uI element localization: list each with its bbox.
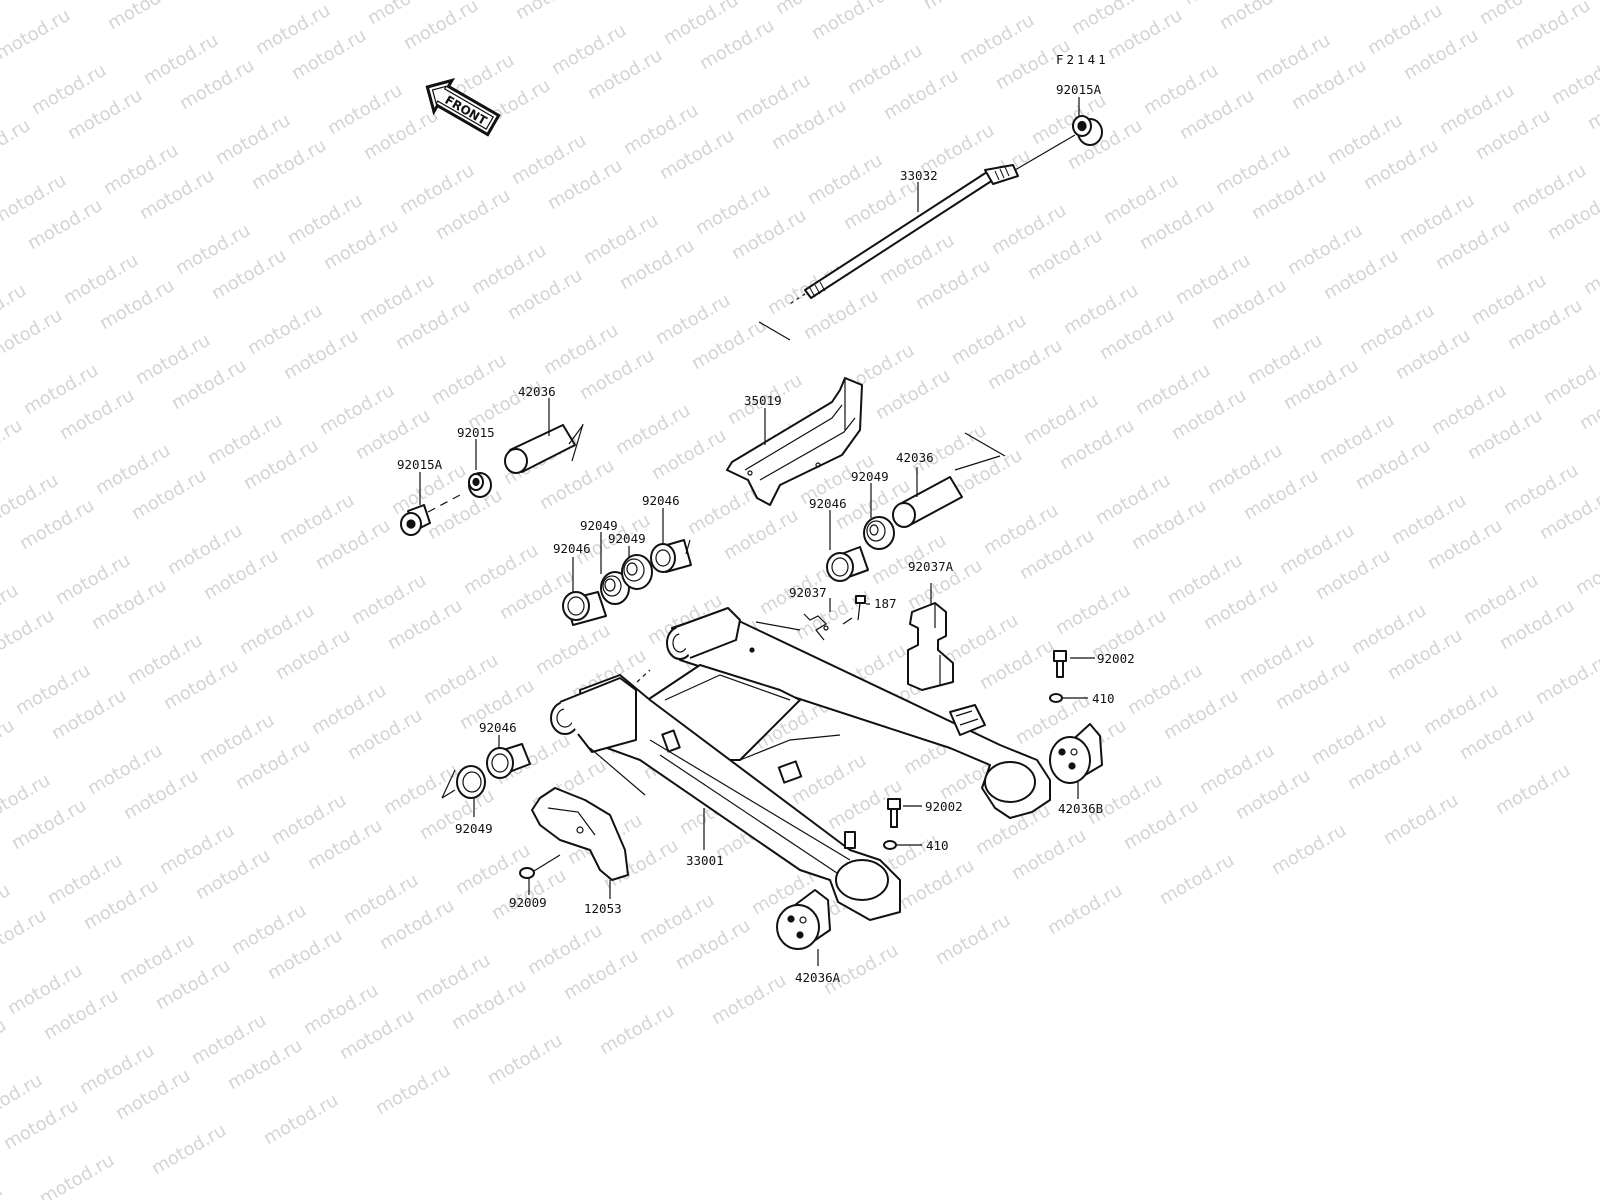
- watermark-text: motod.ru: [0, 905, 50, 964]
- watermark-text: motod.ru: [1216, 0, 1298, 34]
- watermark-text: motod.ru: [1572, 540, 1600, 599]
- bolt-92009: [519, 854, 561, 879]
- clip-92037: [803, 613, 829, 641]
- washer-410-right: [1049, 693, 1063, 703]
- callout-92009: 92009: [509, 895, 547, 910]
- screw-187: [842, 595, 866, 625]
- callout-42036-left: 42036: [518, 384, 556, 399]
- watermark-text: motod.ru: [1268, 820, 1350, 879]
- watermark-text: motod.ru: [1156, 850, 1238, 909]
- watermark-text: motod.ru: [596, 1000, 678, 1059]
- hose-clamp-92037A: [907, 602, 954, 691]
- washer-410-mid: [883, 840, 897, 850]
- oil-seal-92049-right: [863, 516, 895, 550]
- collar-92015-left: [468, 472, 492, 498]
- watermark-text: motod.ru: [1548, 50, 1600, 109]
- watermark-text: motod.ru: [920, 0, 1002, 14]
- watermark-text: motod.ru: [1492, 760, 1574, 819]
- watermark-text: motod.ru: [0, 715, 18, 774]
- watermark-text: motod.ru: [0, 5, 74, 64]
- leader-lines: [419, 97, 1095, 966]
- watermark-text: motod.ru: [0, 1015, 10, 1074]
- watermark-text: motod.ru: [1540, 350, 1600, 409]
- callout-410-right: 410: [1092, 691, 1115, 706]
- watermark-text: motod.ru: [0, 1180, 6, 1200]
- watermark-text: motod.ru: [484, 1030, 566, 1089]
- callout-187: 187: [874, 596, 897, 611]
- callout-12053: 12053: [584, 901, 622, 916]
- watermark-text: motod.ru: [512, 0, 594, 24]
- callout-42036B: 42036B: [1058, 801, 1103, 816]
- callout-42036-right: 42036: [896, 450, 934, 465]
- adjuster-42036B: [1049, 723, 1103, 784]
- sleeve-42036-left: [504, 423, 584, 474]
- bolt-92002-mid: [887, 798, 901, 828]
- needle-bearing-92046-top: [650, 539, 692, 573]
- watermark-text: motod.ru: [0, 115, 34, 174]
- watermark-text: motod.ru: [0, 415, 26, 474]
- watermark-text: motod.ru: [216, 0, 298, 4]
- callout-92015-left: 92015: [457, 425, 495, 440]
- bolt-92002-right: [1053, 650, 1067, 678]
- watermark-text: motod.ru: [1580, 240, 1600, 299]
- swingarm-33001: [550, 607, 1051, 921]
- chain-guard-35019: [726, 377, 863, 506]
- pivot-shaft-33032: [758, 134, 1076, 341]
- callout-92037A: 92037A: [908, 559, 954, 574]
- callout-42036A: 42036A: [795, 970, 841, 985]
- watermark-text: motod.ru: [400, 0, 482, 54]
- figure-code: F2141: [1056, 52, 1109, 67]
- watermark-text: motod.ru: [1044, 880, 1126, 939]
- watermark-text: motod.ru: [148, 1120, 230, 1179]
- callout-92002-right: 92002: [1097, 651, 1135, 666]
- callout-92049-a: 92049: [580, 518, 618, 533]
- collar-92015A-left: [400, 493, 463, 536]
- callout-labels: 92015A 33032 42036 92015 92015A 35019 42…: [397, 82, 1135, 985]
- callout-92015A-left: 92015A: [397, 457, 443, 472]
- adjuster-42036A: [776, 889, 831, 950]
- watermark-text: motod.ru: [1532, 650, 1600, 709]
- callout-92046-low: 92046: [479, 720, 517, 735]
- oil-seal-92049-left-b: [621, 554, 653, 590]
- watermark-text: motod.ru: [36, 1150, 118, 1200]
- sleeve-42036-right: [892, 432, 1006, 528]
- callout-92049-low: 92049: [455, 821, 493, 836]
- callout-33032: 33032: [900, 168, 938, 183]
- callout-35019: 35019: [744, 393, 782, 408]
- watermark-text: motod.ru: [1328, 0, 1410, 4]
- watermark-text: motod.ru: [372, 1060, 454, 1119]
- callout-92049-right: 92049: [851, 469, 889, 484]
- callout-92046-left: 92046: [553, 541, 591, 556]
- needle-bearing-92046-left: [562, 591, 607, 626]
- callout-92046-top: 92046: [642, 493, 680, 508]
- watermark-text: motod.ru: [1512, 0, 1594, 54]
- callout-92049-b: 92049: [608, 531, 646, 546]
- watermark-text: motod.ru: [104, 0, 186, 34]
- callout-410-mid: 410: [926, 838, 949, 853]
- needle-bearing-92046-low: [486, 743, 531, 779]
- watermark-text: motod.ru: [0, 305, 66, 364]
- callout-92037: 92037: [789, 585, 827, 600]
- watermark-text: motod.ru: [932, 910, 1014, 969]
- oil-seal-92049-low: [441, 765, 486, 799]
- callout-92046-right: 92046: [809, 496, 847, 511]
- watermark-text: motod.ru: [708, 970, 790, 1029]
- watermark-text: motod.ru: [260, 1090, 342, 1149]
- watermark-text: motod.ru: [0, 0, 38, 9]
- oil-seal-92049-left-a: [600, 571, 630, 605]
- watermark-text: motod.ru: [808, 0, 890, 44]
- callout-33001: 33001: [686, 853, 724, 868]
- callout-92002-mid: 92002: [925, 799, 963, 814]
- chain-guide-12053: [531, 787, 629, 881]
- callout-92015A-top: 92015A: [1056, 82, 1102, 97]
- needle-bearing-92046-right: [826, 546, 869, 582]
- watermark-text: motod.ru: [0, 605, 58, 664]
- collar-92015A-top: [1072, 115, 1103, 146]
- watermark-text: motod.ru: [1380, 790, 1462, 849]
